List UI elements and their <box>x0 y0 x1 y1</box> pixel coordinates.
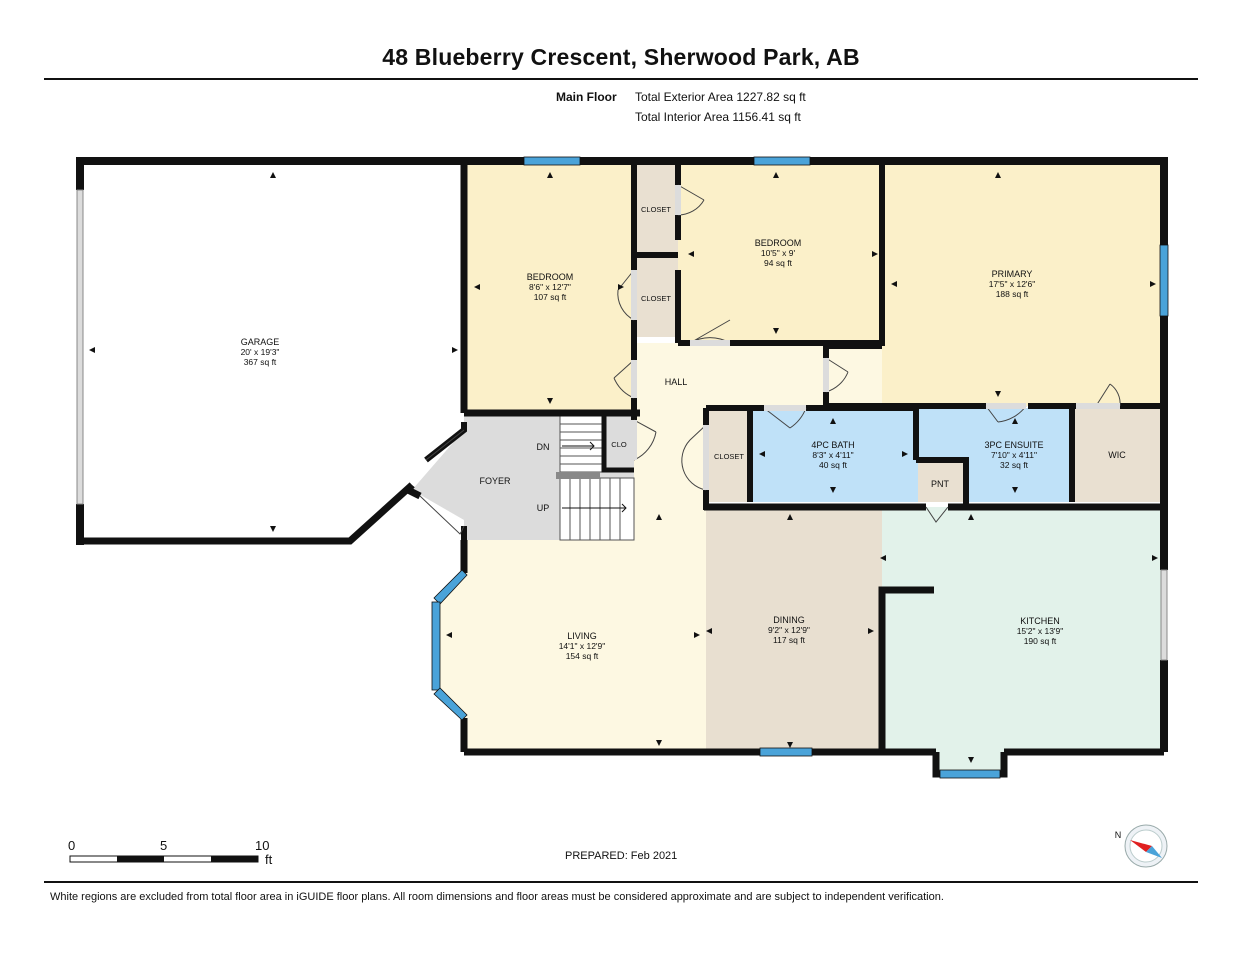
closet2-fill <box>634 255 678 337</box>
garage-fill <box>80 161 464 541</box>
window-living-mid <box>431 601 441 691</box>
window-dining <box>759 747 813 757</box>
bedroom2-area: 94 sq ft <box>764 258 793 268</box>
garage-door <box>76 189 84 505</box>
wic-fill <box>1070 408 1164 502</box>
bedroom1-fill <box>464 161 634 413</box>
bath4-dims: 8'3" x 4'11" <box>812 450 853 460</box>
scale-10: 10 <box>255 838 269 853</box>
closet1-label: CLOSET <box>641 205 671 214</box>
living-dims: 14'1" x 12'9" <box>559 641 606 651</box>
window-bedroom1 <box>523 156 581 166</box>
kitchen-patio-door <box>1160 569 1168 661</box>
dining-dims: 9'2" x 12'9" <box>768 625 810 635</box>
dining-fill <box>706 507 882 752</box>
hall-label: HALL <box>665 377 688 387</box>
exterior-area: Total Exterior Area 1227.82 sq ft <box>635 90 806 104</box>
scale-0: 0 <box>68 838 75 853</box>
bedroom2-dims: 10'5" x 9' <box>761 248 796 258</box>
bedroom1-dims: 8'6" x 12'7" <box>529 282 571 292</box>
ensuite-area: 32 sq ft <box>1000 460 1029 470</box>
bath4-area: 40 sq ft <box>819 460 848 470</box>
kitchen-name: KITCHEN <box>1020 616 1060 626</box>
stair-landing <box>556 472 600 479</box>
compass-icon: N <box>1115 824 1168 868</box>
scale-bar: 0 5 10 ft <box>68 838 273 867</box>
window-bedroom2 <box>753 156 811 166</box>
staircase <box>559 415 635 541</box>
garage-name: GARAGE <box>241 337 280 347</box>
interior-area: Total Interior Area 1156.41 sq ft <box>635 110 801 124</box>
clo-walls <box>601 413 634 473</box>
kitchen-bay-wall <box>932 752 1008 778</box>
dining-name: DINING <box>773 615 805 625</box>
kitchen-area: 190 sq ft <box>1024 636 1057 646</box>
garage-bottom-wall <box>78 482 415 545</box>
walls <box>76 157 1168 778</box>
pnt-label: PNT <box>931 479 950 489</box>
windows <box>431 156 1169 779</box>
stair-arrows <box>562 441 627 513</box>
closet2-label: CLOSET <box>641 294 671 303</box>
stairs-dn-label: DN <box>537 442 550 452</box>
primary-area: 188 sq ft <box>996 289 1029 299</box>
kitchen-bay-fill <box>936 752 1004 772</box>
window-kitchen-bay <box>939 769 1001 779</box>
closet3-label: CLOSET <box>714 452 744 461</box>
primary-fill <box>882 161 1164 406</box>
prepared-date: PREPARED: Feb 2021 <box>565 850 678 862</box>
garage-area: 367 sq ft <box>244 357 277 367</box>
garage-dims: 20' x 19'3" <box>241 347 280 357</box>
clo-label: CLO <box>611 440 627 449</box>
page-title: 48 Blueberry Crescent, Sherwood Park, AB <box>382 44 860 70</box>
kitchen-dims: 15'2" x 13'9" <box>1017 626 1064 636</box>
dining-area: 117 sq ft <box>773 635 806 645</box>
bedroom1-name: BEDROOM <box>527 272 574 282</box>
bath4-name: 4PC BATH <box>811 440 854 450</box>
wic-label: WIC <box>1108 450 1126 460</box>
ensuite-dims: 7'10" x 4'11" <box>991 450 1037 460</box>
footer-rule <box>44 881 1198 883</box>
bedroom1-area: 107 sq ft <box>534 292 567 302</box>
title-rule <box>44 78 1198 80</box>
living-name: LIVING <box>567 631 597 641</box>
foyer-angle-wall <box>402 482 422 500</box>
scale-5: 5 <box>160 838 167 853</box>
window-living-lower <box>433 687 468 721</box>
floor-label: Main Floor <box>556 90 617 104</box>
compass-north-label: N <box>1115 830 1122 840</box>
foyer-label: FOYER <box>479 476 511 486</box>
kitchen-inner-wall <box>878 586 934 752</box>
living-area: 154 sq ft <box>566 651 599 661</box>
pnt-walls <box>916 457 969 505</box>
hall-fill-2 <box>634 408 706 540</box>
dimension-arrows <box>89 172 1158 763</box>
ensuite-name: 3PC ENSUITE <box>984 440 1043 450</box>
closet1-fill <box>634 161 678 255</box>
living-fill <box>436 540 706 752</box>
stairs-up-label: UP <box>537 503 550 513</box>
primary-name: PRIMARY <box>992 269 1033 279</box>
kitchen-fill <box>882 507 1164 752</box>
bedroom2-name: BEDROOM <box>755 238 802 248</box>
bedroom2-fill <box>678 161 882 343</box>
primary-dims: 17'5" x 12'6" <box>989 279 1036 289</box>
hall-fill <box>634 343 882 408</box>
window-primary <box>1159 244 1169 317</box>
footer-disclaimer: White regions are excluded from total fl… <box>50 891 944 903</box>
scale-unit: ft <box>265 852 273 867</box>
pnt-fill <box>918 462 964 502</box>
door-openings <box>631 185 1120 490</box>
closet3-fill <box>706 408 750 502</box>
